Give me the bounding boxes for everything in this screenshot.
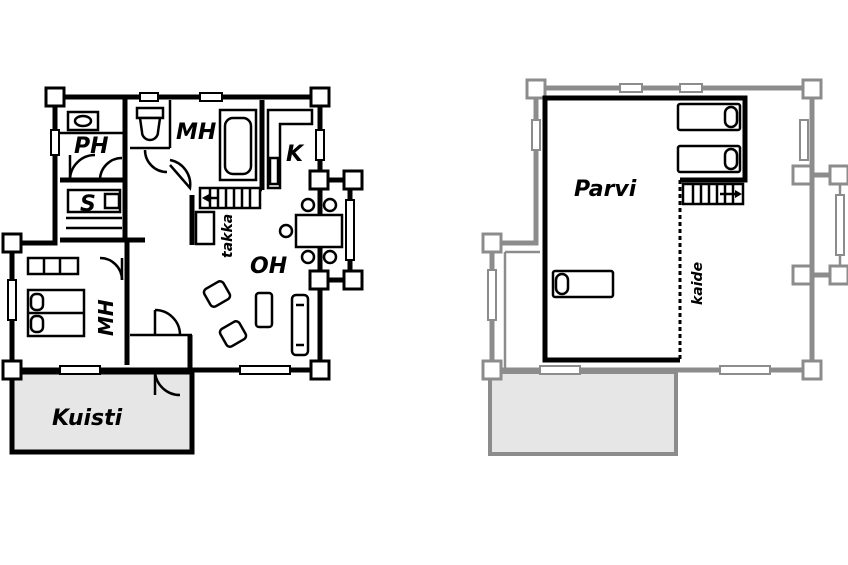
ground-floor-plan: PH MH K S takka OH MH Kuisti [1,86,364,455]
doors [68,149,192,397]
railing-label-kaide: kaide [690,262,706,305]
upper-porch-area [488,370,678,456]
room-label-s: S [80,192,96,217]
interior-walls [60,97,265,372]
porch-area [9,369,195,455]
fixtures [26,106,344,357]
upper-floor-plan: Parvi kaide [481,78,848,456]
lower-floor-outline [481,78,848,381]
porch-label-kuisti: Kuisti [52,406,123,431]
loft-walls [542,95,748,363]
room-label-mh-bathroom: MH [176,120,216,145]
room-label-ph: PH [74,134,109,159]
room-label-oh: OH [250,254,287,279]
windows [7,92,355,375]
room-label-parvi: Parvi [574,177,637,202]
fireplace-label-takka: takka [220,214,236,258]
loft-fixtures [551,102,745,299]
room-label-mh-bedroom: MH [94,299,118,336]
room-label-k: K [286,142,305,167]
log-ends [1,86,364,381]
